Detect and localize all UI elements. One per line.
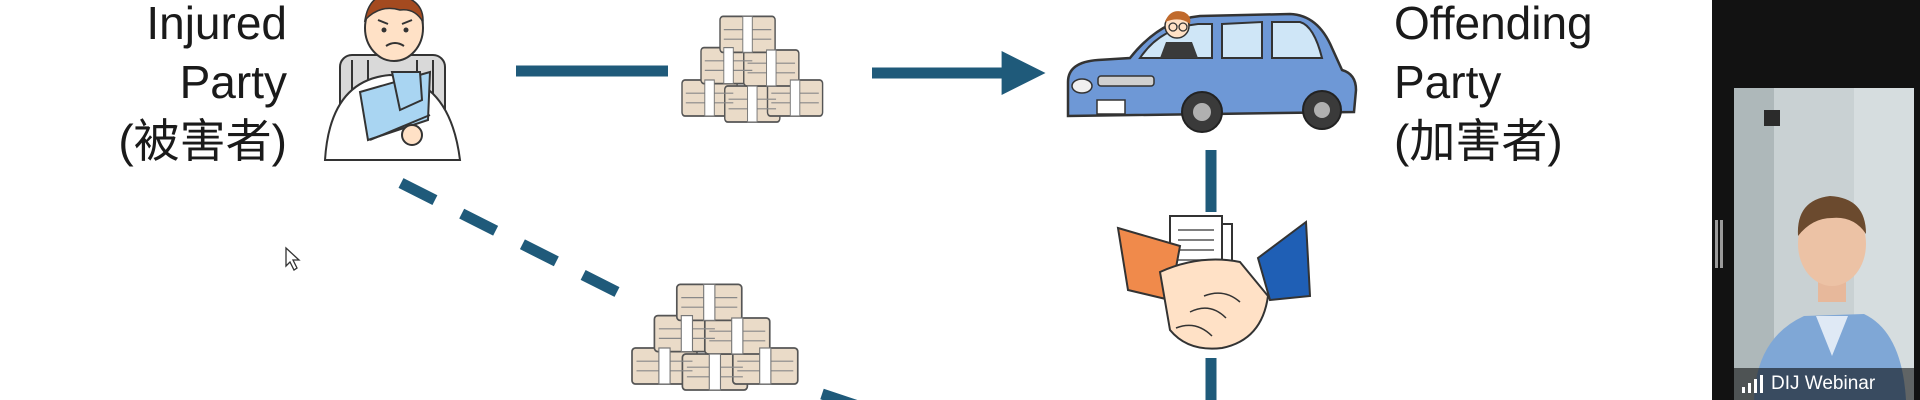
injured-party-line1: Injured	[146, 0, 287, 49]
cursor-icon	[285, 246, 301, 271]
participant-video[interactable]	[1734, 88, 1914, 400]
presentation-slide: Injured Party (被害者) Offending Party (加害者…	[118, 0, 1593, 400]
dashed-arrow-upper	[398, 178, 620, 297]
handshake-agreement-icon	[1116, 215, 1312, 350]
injured-party-line3: (被害者)	[118, 115, 287, 167]
car-with-driver-icon	[1066, 11, 1358, 133]
offending-party-line3: (加害者)	[1394, 115, 1563, 167]
dashed-arrow-lower	[820, 388, 858, 400]
offending-party-line2: Party	[1394, 56, 1502, 108]
offending-party-label: Offending Party (加害者)	[1394, 0, 1593, 171]
resize-grip-icon[interactable]	[1714, 220, 1724, 268]
injured-party-label: Injured Party (被害者)	[118, 0, 287, 171]
signal-strength-icon	[1742, 375, 1763, 393]
offending-party-line1: Offending	[1394, 0, 1593, 49]
diagram-canvas	[285, 0, 1358, 400]
participant-name: DIJ Webinar	[1771, 373, 1876, 394]
video-frame	[1734, 88, 1914, 400]
money-stack-icon	[681, 15, 824, 123]
money-stack-icon	[631, 283, 799, 391]
injured-person-icon	[323, 0, 462, 161]
injured-party-line2: Party	[179, 56, 287, 108]
webcam-panel: DIJ Webinar	[1712, 0, 1920, 400]
participant-name-bar: DIJ Webinar	[1734, 368, 1914, 400]
